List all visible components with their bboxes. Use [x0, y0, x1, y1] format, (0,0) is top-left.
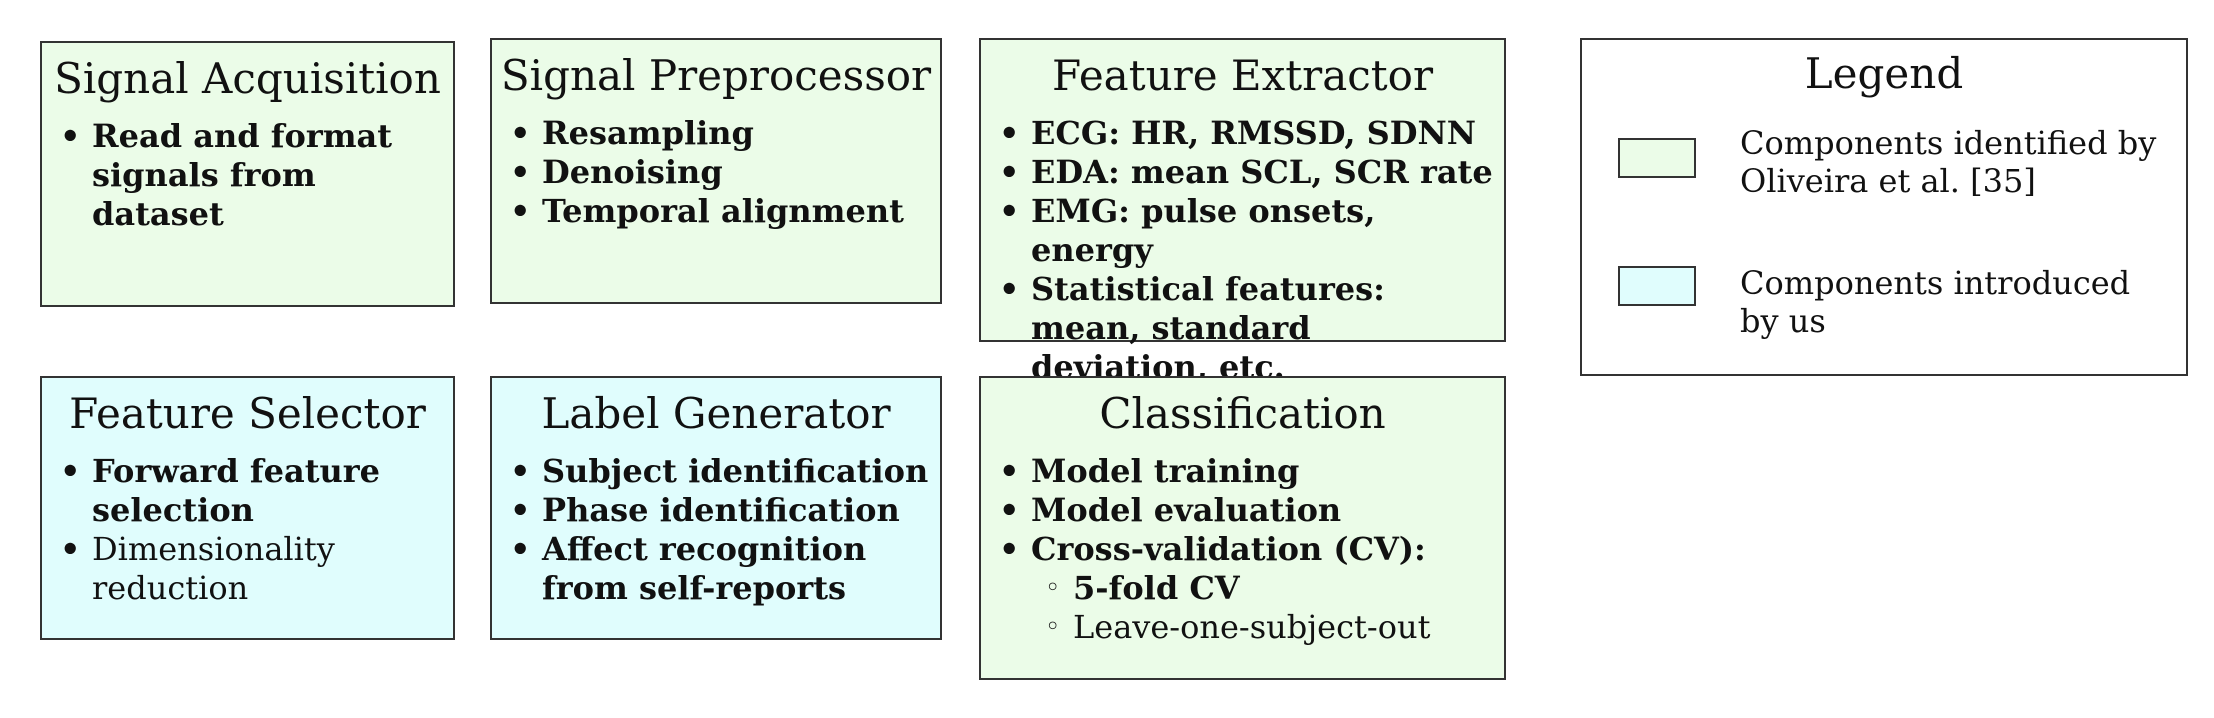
list-item: Dimensionality reduction [42, 530, 352, 608]
item-list: ECG: HR, RMSSD, SDNN EDA: mean SCL, SCR … [981, 114, 1504, 387]
list-item: Cross-validation (CV): 5-fold CV Leave-o… [981, 530, 1504, 647]
legend-label-introduced: Components introduced by us [1740, 264, 2131, 340]
item-list: Model training Model evaluation Cross-va… [981, 452, 1504, 647]
item-list: Subject identification Phase identificat… [492, 452, 940, 608]
legend-label-identified: Components identified by Oliveira et al.… [1740, 124, 2157, 200]
list-item: ECG: HR, RMSSD, SDNN [981, 114, 1504, 153]
list-item: Forward feature selection [42, 452, 402, 530]
list-item: Subject identification [492, 452, 940, 491]
box-title: Feature Extractor [1051, 51, 1434, 100]
sub-list-item: 5-fold CV [1031, 569, 1504, 608]
list-item: Model training [981, 452, 1504, 491]
list-item: Statistical features: mean, standard dev… [981, 270, 1471, 387]
list-item-label: Cross-validation (CV): [1031, 530, 1426, 568]
item-list: Forward feature selection Dimensionality… [42, 452, 453, 608]
box-title: Label Generator [541, 389, 891, 438]
feature-extractor-box: Feature Extractor ECG: HR, RMSSD, SDNN E… [979, 38, 1506, 386]
signal-acquisition-box: Signal Acquisition Read and format signa… [40, 41, 455, 307]
list-item: Denoising [492, 153, 940, 192]
box-title: Signal Acquisition [54, 54, 441, 103]
box-title: Classification [1099, 389, 1386, 438]
list-item: Affect recognition from self-reports [492, 530, 882, 608]
box-title: Feature Selector [69, 389, 426, 438]
sub-list-item: Leave-one-subject-out [1031, 608, 1504, 647]
list-item: Resampling [492, 114, 940, 153]
list-item: EDA: mean SCL, SCR rate [981, 153, 1504, 192]
feature-selector-box: Feature Selector Forward feature selecti… [40, 376, 455, 640]
box-title: Signal Preprocessor [500, 51, 932, 100]
list-item: Model evaluation [981, 491, 1504, 530]
legend-title: Legend [1804, 49, 1964, 98]
sub-item-list: 5-fold CV Leave-one-subject-out [1031, 569, 1504, 647]
list-item: Read and format signals from dataset [42, 117, 432, 234]
signal-preprocessor-box: Signal Preprocessor Resampling Denoising… [490, 38, 942, 304]
legend-swatch-identified [1618, 138, 1696, 178]
legend-box: Legend Components identified by Oliveira… [1580, 38, 2188, 376]
list-item: Temporal alignment [492, 192, 940, 231]
item-list: Read and format signals from dataset [42, 117, 453, 234]
legend-swatch-introduced [1618, 266, 1696, 306]
classification-box: Classification Model training Model eval… [979, 376, 1506, 680]
list-item: Phase identification [492, 491, 940, 530]
list-item: EMG: pulse onsets, energy [981, 192, 1504, 270]
item-list: Resampling Denoising Temporal alignment [492, 114, 940, 231]
label-generator-box: Label Generator Subject identification P… [490, 376, 942, 640]
